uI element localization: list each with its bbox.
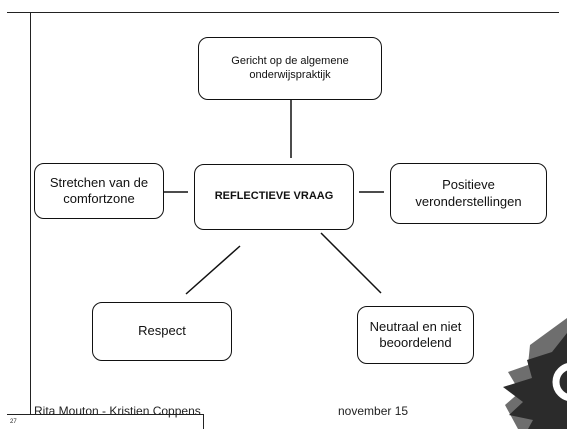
node-bottom-left: Respect: [92, 302, 232, 361]
node-left: Stretchen van de comfortzone: [34, 163, 164, 219]
starburst-front: [503, 333, 567, 429]
node-left-label: Stretchen van de comfortzone: [49, 174, 149, 206]
footer-rule: [7, 414, 204, 429]
footer-date: november 15: [338, 404, 409, 418]
node-bottom-left-label: Respect: [138, 323, 186, 339]
footer-author: Rita Mouton - Kristien Coppens: [34, 404, 201, 418]
node-bottom-right: Neutraal en niet beoordelend: [357, 306, 474, 364]
top-rule: [7, 12, 559, 13]
node-top-label: Gericht op de algemene onderwijspraktijk: [231, 54, 349, 81]
node-right: Positieve veronderstellingen: [390, 163, 547, 224]
connector-bottom-left: [185, 245, 241, 295]
node-center: REFLECTIEVE VRAAG: [194, 164, 354, 230]
node-center-label: REFLECTIEVE VRAAG: [214, 190, 334, 203]
node-top: Gericht op de algemene onderwijspraktijk: [198, 37, 382, 100]
node-right-label: Positieve veronderstellingen: [415, 177, 522, 209]
node-bottom-right-label: Neutraal en niet beoordelend: [369, 318, 462, 350]
starburst-ring: [552, 363, 567, 401]
left-rule: [30, 12, 31, 414]
slide-number: 27: [10, 419, 17, 425]
connector-bottom-right: [320, 232, 382, 294]
